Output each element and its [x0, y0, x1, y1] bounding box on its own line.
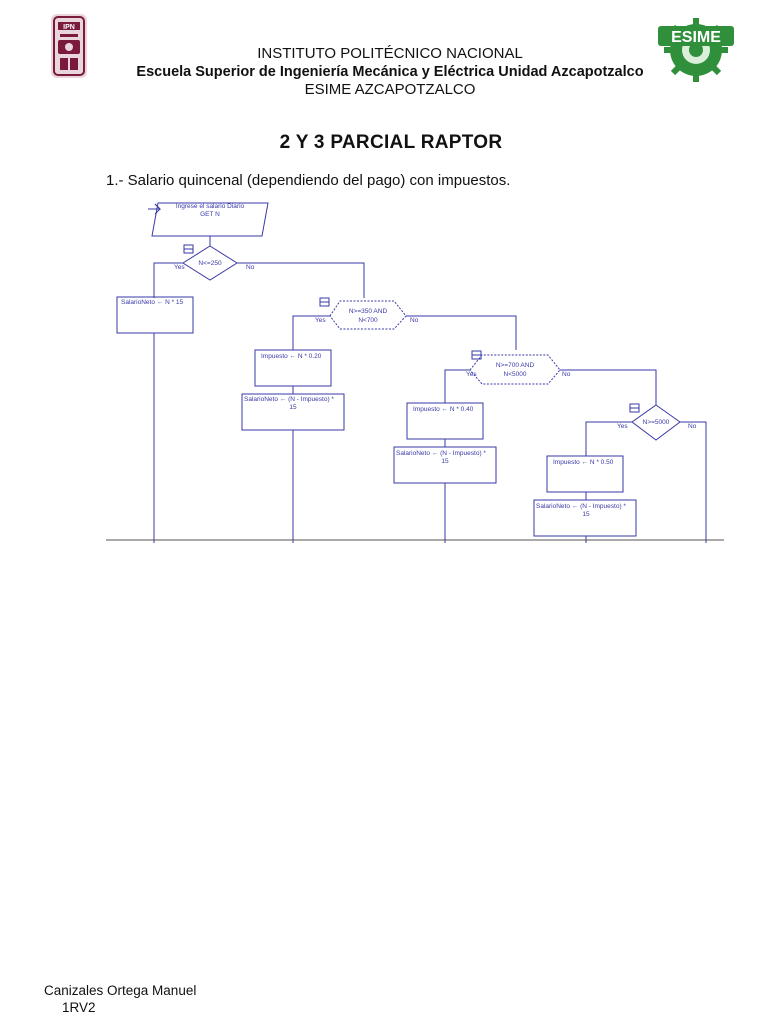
group-code: 1RV2	[62, 1000, 96, 1015]
assign5-text-a: SalarioNeto ← (N - Impuesto) *	[396, 450, 486, 457]
assign7-text-a: SalarioNeto ← (N - Impuesto) *	[536, 503, 626, 510]
assign3-text-a: SalarioNeto ← (N - Impuesto) *	[244, 396, 334, 403]
assign1-text: SalarioNeto ← N * 15	[121, 299, 184, 306]
assign-box-6	[546, 455, 624, 493]
input-box	[151, 202, 269, 237]
cond3-text-b: N<5000	[504, 371, 527, 378]
school-name: Escuela Superior de Ingeniería Mecánica …	[136, 64, 644, 80]
yes-label-3: Yes	[466, 371, 477, 378]
no-label-3: No	[562, 371, 571, 378]
cond4-text: N>=5000	[643, 419, 670, 426]
cond2-text-b: N<700	[358, 317, 378, 324]
decision-1	[182, 245, 238, 281]
yes-label-2: Yes	[315, 317, 326, 324]
decision-4	[631, 404, 681, 441]
no-label-2: No	[410, 317, 419, 324]
question-text: 1.- Salario quincenal (dependiendo del p…	[106, 172, 511, 189]
cond1-text: N<=250	[198, 260, 222, 267]
cond2-text-a: N>=350 AND	[349, 308, 388, 315]
assign4-text: Impuesto ← N * 0.40	[413, 406, 474, 413]
yes-label-4: Yes	[617, 423, 628, 430]
assign2-text: Impuesto ← N * 0.20	[261, 353, 322, 360]
raptor-flowchart: Ingrese el salario Diario GET N N<=250 Y…	[106, 202, 724, 543]
input-get: GET N	[200, 211, 220, 218]
institution-name: INSTITUTO POLITÉCNICO NACIONAL	[257, 45, 523, 62]
assign-box-7	[533, 499, 637, 537]
assign7-text-b: 15	[582, 511, 590, 518]
assign5-text-b: 15	[441, 458, 449, 465]
page-title: 2 Y 3 PARCIAL RAPTOR	[279, 132, 503, 153]
esime-logo: ESIME	[658, 18, 734, 82]
author-name: Canizales Ortega Manuel	[44, 983, 197, 998]
esime-logo-text: ESIME	[671, 29, 721, 46]
decision-2	[329, 300, 407, 330]
input-label: Ingrese el salario Diario	[176, 203, 245, 210]
assign-box-1	[116, 296, 194, 334]
no-label-1: No	[246, 264, 255, 271]
assign3-text-b: 15	[289, 404, 297, 411]
no-label-4: No	[688, 423, 697, 430]
footer: Canizales Ortega Manuel 1RV2	[44, 982, 196, 1016]
ipn-logo: IPN	[51, 14, 87, 78]
decision-3	[469, 354, 561, 385]
cond3-text-a: N>=700 AND	[496, 362, 535, 369]
assign6-text: Impuesto ← N * 0.50	[553, 459, 614, 466]
ipn-logo-text: IPN	[63, 24, 75, 31]
yes-label-1: Yes	[174, 264, 185, 271]
campus-name: ESIME AZCAPOTZALCO	[304, 81, 476, 98]
